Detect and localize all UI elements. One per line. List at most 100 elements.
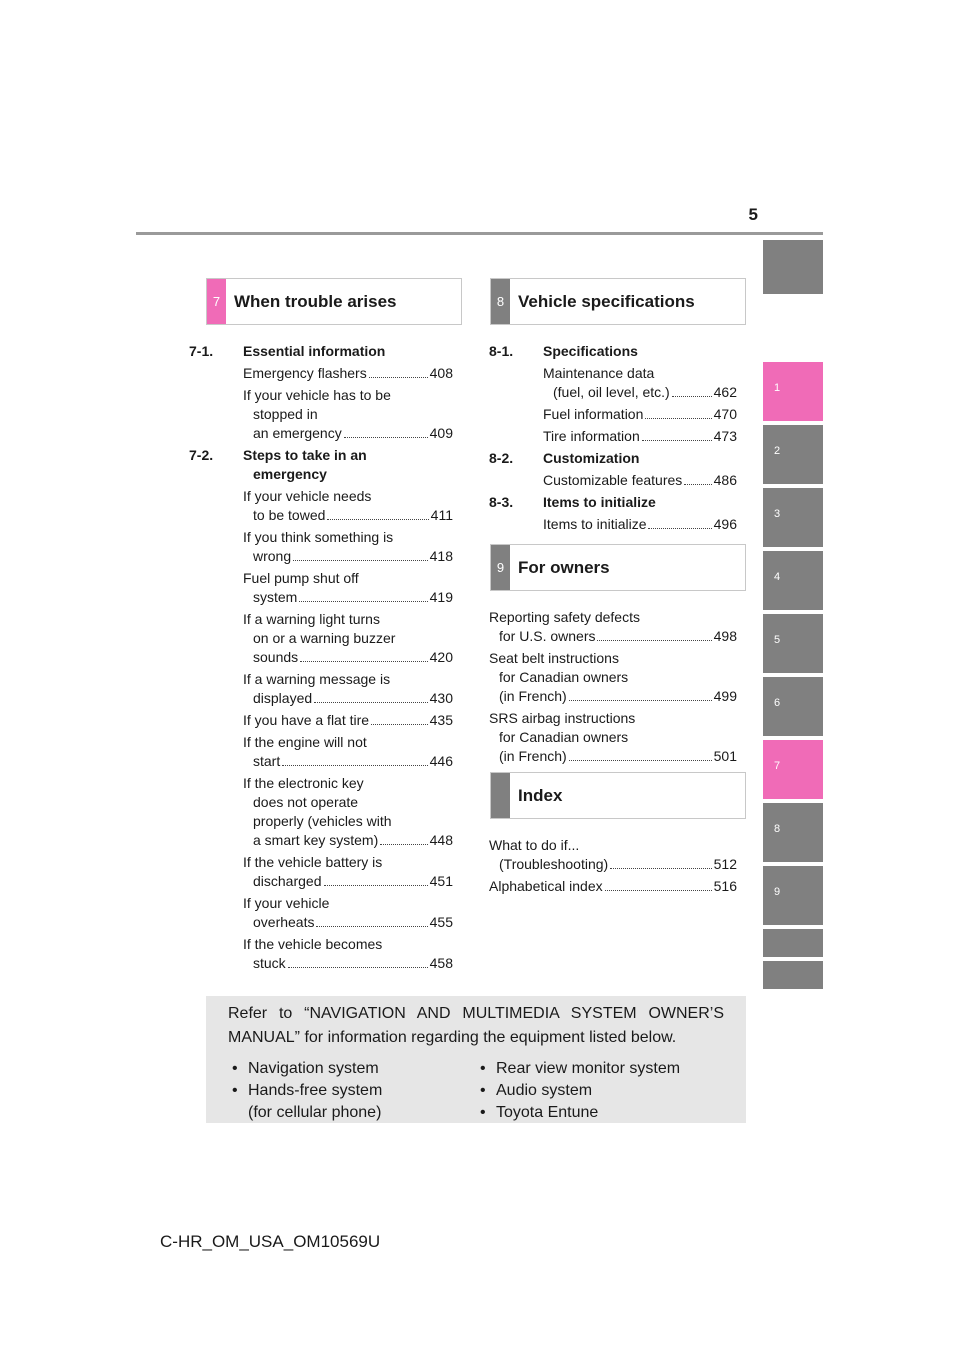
chapter-tab-blank[interactable] [763, 961, 823, 989]
chapter-tab-9[interactable]: 9 [763, 866, 823, 925]
toc-page-number: 411 [430, 507, 453, 523]
section-9-header: 9 For owners [490, 544, 746, 591]
equipment-item-text: Hands-free system [248, 1082, 383, 1099]
toc-entry-text: for Canadian owners [499, 729, 629, 745]
equipment-item-text: Rear view monitor system [496, 1060, 681, 1077]
subsection-entries: Maintenance data(fuel, oil level, etc.)4… [489, 364, 737, 446]
chapter-tab-blank[interactable] [763, 240, 823, 294]
toc-entry-text: What to do if... [489, 837, 580, 853]
toc-page-number: 498 [713, 628, 737, 644]
chapter-tab-7[interactable]: 7 [763, 740, 823, 799]
toc-entry[interactable]: If the electronic key does not operate pro… [243, 774, 453, 850]
toc-entry-text: stopped in [253, 406, 318, 422]
chapter-tab-blank[interactable] [763, 929, 823, 957]
toc-entry-text: system [253, 589, 298, 605]
toc-entry-text: for Canadian owners [499, 669, 629, 685]
dot-leader [648, 528, 712, 529]
chapter-tab-4[interactable]: 4 [763, 551, 823, 610]
toc-page-number: 418 [429, 548, 453, 564]
dot-leader [299, 601, 428, 602]
header-rule [136, 232, 823, 235]
toc-entry[interactable]: Maintenance data(fuel, oil level, etc.)4… [543, 364, 737, 402]
bullet-list-left: •Navigation system• Hands-free system (for… [228, 1058, 476, 1124]
equipment-item: •Hands-free system(for cellular phone) [228, 1080, 476, 1124]
toc-page-number: 419 [429, 589, 453, 605]
toc-entry-text: Fuel information [543, 406, 644, 422]
toc-entry-text: to be towed [253, 507, 326, 523]
subsection-title: Specifications [543, 343, 638, 359]
section-number: 9 [491, 545, 510, 590]
toc-entry-text: Reporting safety defects [489, 609, 640, 625]
toc-page-number: 408 [429, 365, 453, 381]
toc-entry-text: on or a warning buzzer [253, 630, 396, 646]
section-8-header: 8 Vehicle specifications [490, 278, 746, 325]
dot-leader [371, 724, 428, 725]
toc-entry-text: If the electronic key [243, 775, 364, 791]
dot-leader [568, 700, 712, 701]
equipment-item-subtext: (for cellular phone) [248, 1104, 382, 1121]
toc-entry-text: Maintenance data [543, 365, 655, 381]
bullet-icon: • [232, 1060, 238, 1077]
dot-leader [293, 560, 428, 561]
note-text: Refer to “NAVIGATION AND MULTIMEDIA SYST… [228, 1005, 724, 1046]
toc-entry-text: properly (vehicles with [253, 813, 392, 829]
toc-entry-text: Alphabetical index [489, 878, 603, 894]
toc-entry-text: If your vehicle [243, 895, 330, 911]
chapter-tab-5[interactable]: 5 [763, 614, 823, 673]
chapter-tab-1[interactable]: 1 [763, 362, 823, 421]
toc-page-number: 501 [713, 748, 737, 764]
dot-leader [671, 396, 712, 397]
chapter-tab-8[interactable]: 8 [763, 803, 823, 862]
dot-leader [327, 519, 429, 520]
toc-entry-text: (Troubleshooting) [499, 856, 609, 872]
subsection-title: Customization [543, 450, 640, 466]
subsection-title-cont: emergency [253, 466, 327, 482]
toc-entry-text: start [253, 753, 281, 769]
toc-entry[interactable]: Seat belt instructions for Canadian owner… [489, 649, 737, 706]
toc-entry-text: Fuel pump shut off [243, 570, 359, 586]
chapter-tab-2[interactable]: 2 [763, 425, 823, 484]
equipment-item: •Navigation system [228, 1058, 476, 1080]
toc-entry-text: displayed [253, 690, 313, 706]
chapter-tab-3[interactable]: 3 [763, 488, 823, 547]
toc-entry-text: If you have a flat tire [243, 712, 370, 728]
dot-leader [300, 661, 428, 662]
toc-page-number: 458 [429, 955, 453, 971]
toc-entry-text: does not operate [253, 794, 359, 810]
equipment-item: •Audio system [476, 1080, 724, 1102]
toc-entry-text: Seat belt instructions [489, 650, 619, 666]
subsection-heading: 8-2. Customization [489, 449, 737, 468]
toc-entry[interactable]: What to do if... (Troubleshooting) 512 [489, 836, 737, 874]
toc-page-number: 512 [713, 856, 737, 872]
toc-entry-text: If the engine will not [243, 734, 367, 750]
subsection-title: Items to initialize [543, 494, 656, 510]
toc-entry[interactable]: Fuel pump shut off system 419 [243, 569, 453, 607]
toc-entry-text: Items to initialize [543, 516, 647, 532]
toc-entry-text: If the vehicle battery is [243, 854, 383, 870]
section-title: Index [518, 786, 563, 805]
bullet-icon: • [480, 1082, 486, 1099]
chapter-tab-6[interactable]: 6 [763, 677, 823, 736]
subsection-code: 8-2. [489, 450, 514, 466]
